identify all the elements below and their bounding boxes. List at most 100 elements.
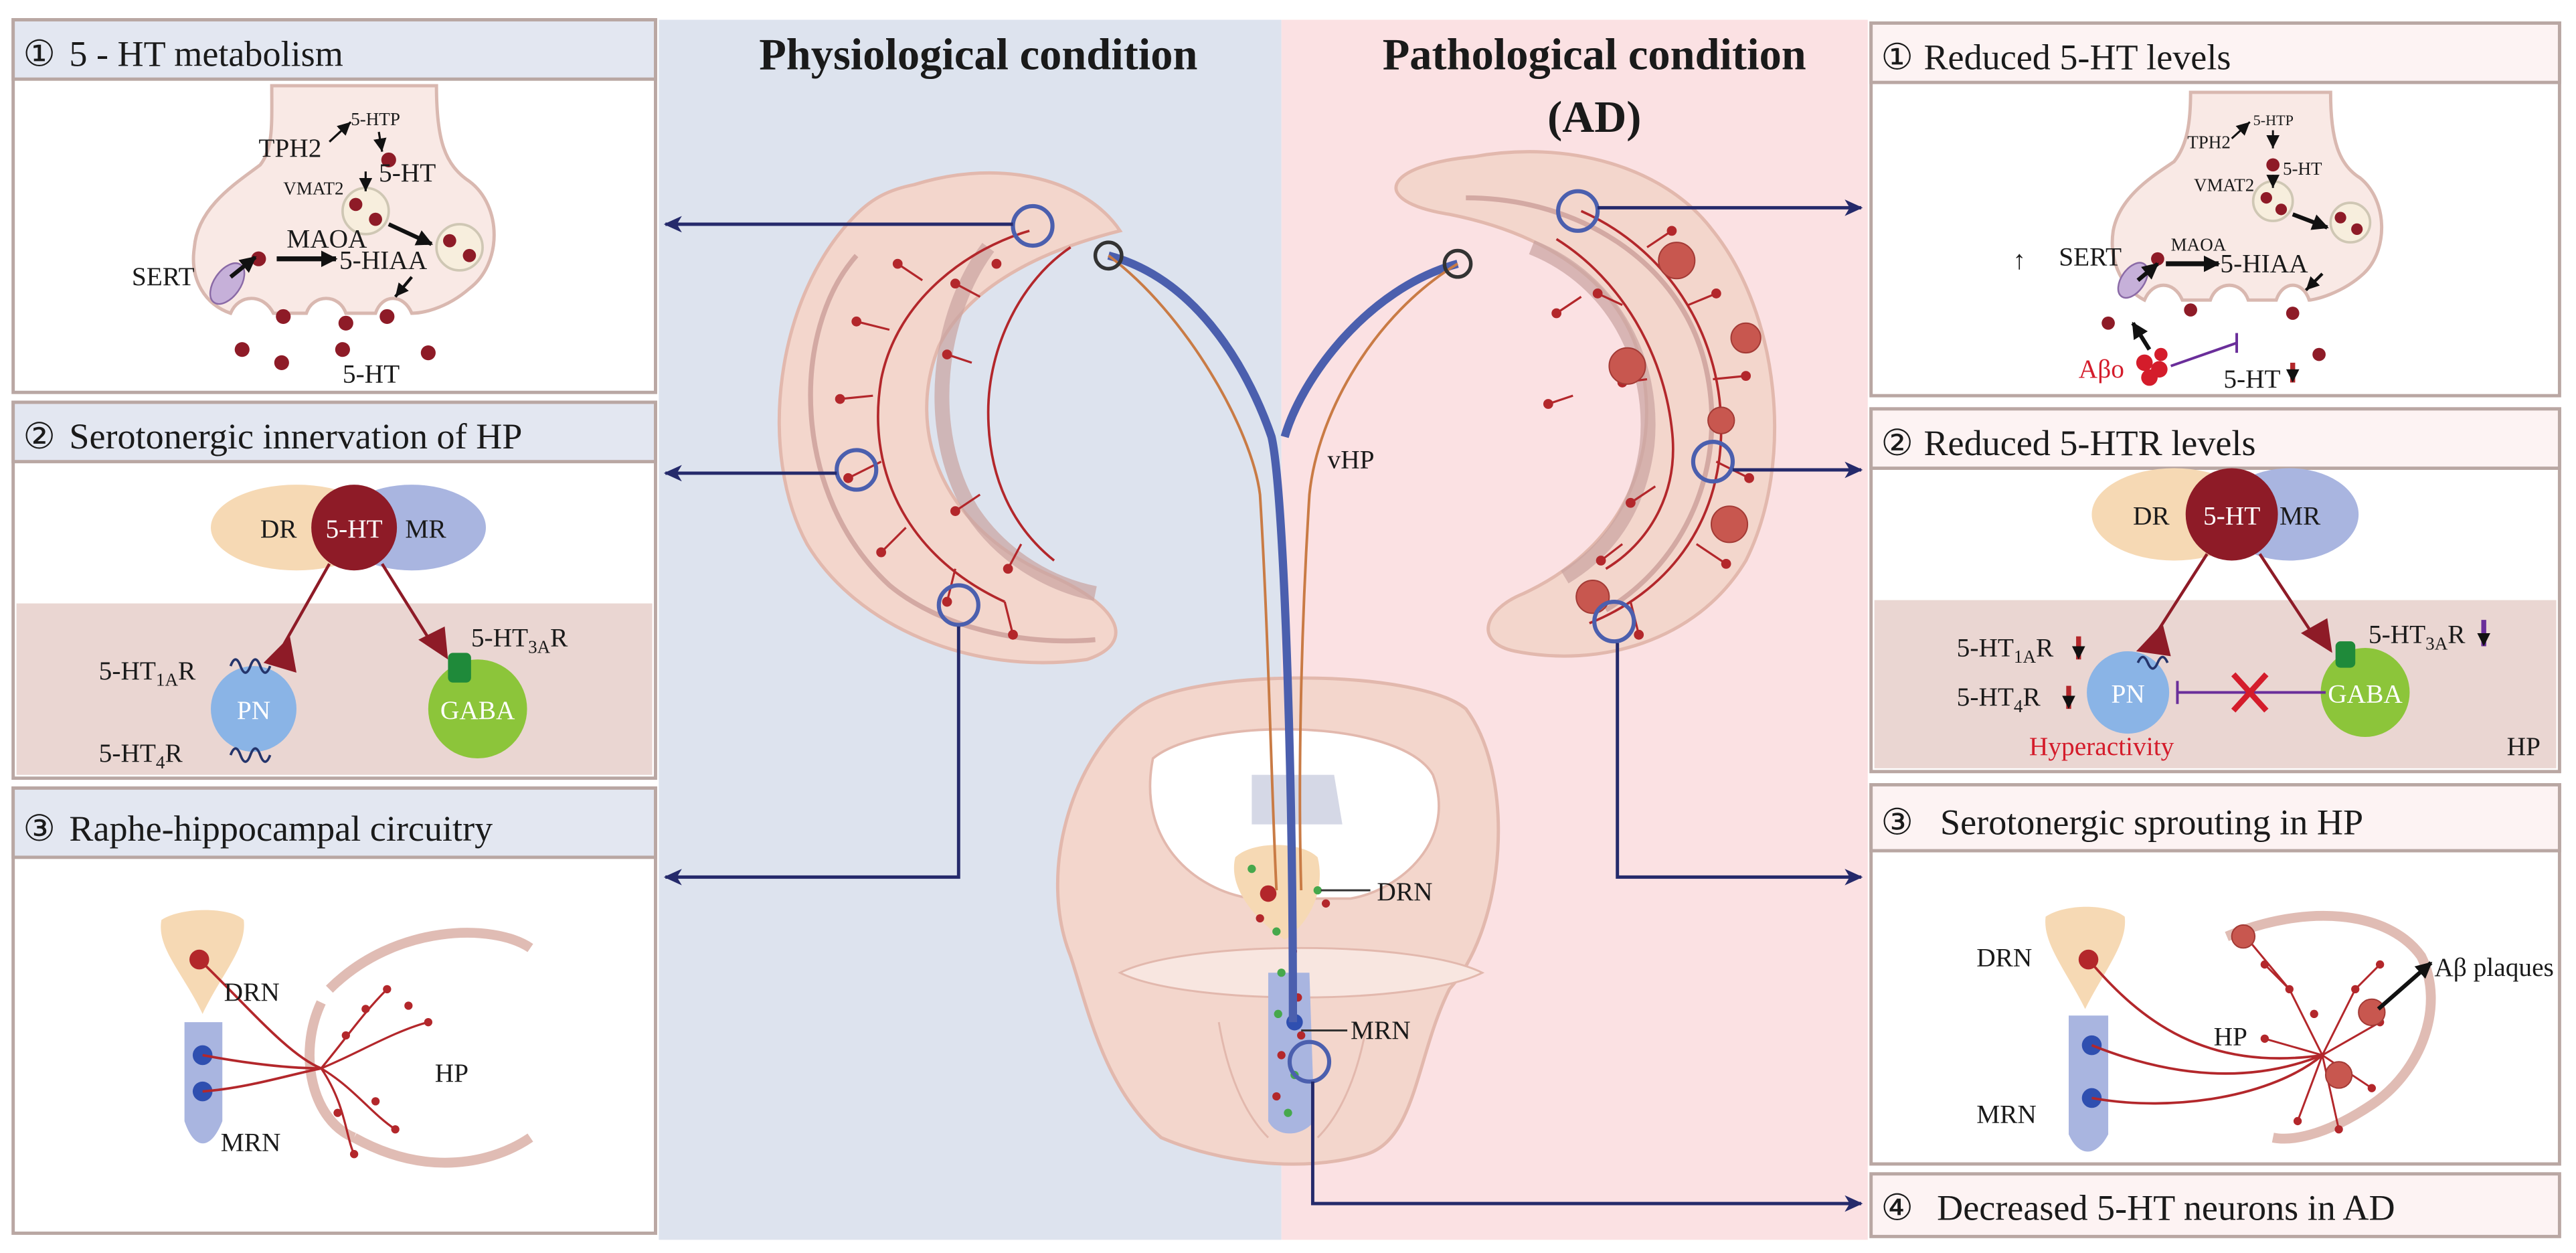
5ht-top-label-ad: 5-HT (2283, 159, 2322, 179)
left-panel-2-number: ② (23, 416, 56, 456)
5ht-nucleus-ad (2185, 468, 2278, 561)
vesicle (435, 223, 484, 272)
physiological-title: Physiological condition (759, 30, 1197, 79)
5htp-label: 5-HTP (351, 109, 400, 129)
right-panel-1-title: Reduced 5-HT levels (1923, 37, 2231, 77)
mrn-center-label: MRN (1351, 1015, 1411, 1045)
right-panel-4-title: Decreased 5-HT neurons in AD (1937, 1188, 2395, 1228)
maoa-label-ad: MAOA (2171, 234, 2227, 254)
right-panel-3-title: Serotonergic sprouting in HP (1940, 802, 2363, 842)
5ht1a-label-ad: 5-HT1AR (1957, 633, 2054, 667)
hp-label-p3: HP (435, 1058, 468, 1088)
5ht1a-receptor-icon (229, 658, 272, 674)
right-panel-4-header (1869, 1172, 2561, 1238)
hp-label-ad: HP (2507, 732, 2541, 761)
right-panel-4-number: ④ (1881, 1188, 1913, 1228)
hp-label-ad-p3: HP (2214, 1022, 2247, 1052)
left-panel-2-title: Serotonergic innervation of HP (69, 416, 522, 456)
left-panel-1-number: ① (23, 34, 56, 74)
up-arrow-label: ↑ (2012, 245, 2026, 274)
left-panel-3-header (11, 786, 657, 859)
dr-label-ad: DR (2133, 501, 2170, 530)
vhp-label: vHP (1328, 445, 1375, 475)
5ht3a-receptor-icon-ad (2335, 641, 2356, 668)
drn-center-label: DRN (1377, 877, 1432, 906)
right-panel-3: ③ Serotonergic sprouting in HP Aβ plaque… (1869, 783, 2561, 1166)
pathological-title-line1: Pathological condition (1383, 30, 1806, 79)
pathological-title-line2: (AD) (1547, 93, 1641, 142)
5ht-bottom-label-ad: 5-HT (2223, 364, 2280, 394)
tph2-label-ad: TPH2 (2187, 133, 2231, 153)
mr-label: MR (405, 514, 446, 544)
blocked-cross-icon (2231, 672, 2269, 713)
5ht3a-receptor-icon (448, 653, 471, 683)
right-panel-1: ① Reduced 5-HT levels TPH2 5-HTP VMAT2 5… (1869, 21, 2561, 398)
abeta-o-label: Aβo (2079, 354, 2124, 384)
right-panel-1-header (1869, 21, 2561, 84)
vesicle (2329, 201, 2372, 244)
right-panel-3-header (1869, 783, 2561, 853)
pn-cell-ad (2087, 651, 2170, 734)
5ht3a-label-ad: 5-HT3AR (2369, 620, 2466, 654)
hippocampus-right (1394, 150, 1776, 658)
5ht4-label-ad: 5-HT4R (1957, 682, 2041, 716)
presynaptic-terminal-ad (2110, 90, 2384, 303)
connector-arrows (663, 199, 1863, 1212)
sert-label: SERT (132, 262, 195, 291)
right-panel-2-header (1869, 407, 2561, 470)
abeta-oligomer-cluster (2136, 347, 2168, 386)
gaba-cell (428, 659, 527, 759)
gaba-label-ad: GABA (2328, 679, 2403, 708)
vmat2-label-ad: VMAT2 (2194, 175, 2254, 195)
5ht4-label: 5-HT4R (99, 738, 183, 772)
right-panel-1-number: ① (1881, 37, 1913, 77)
vmat2-label: VMAT2 (283, 179, 343, 199)
left-panel-3-title: Raphe-hippocampal circuitry (69, 809, 493, 849)
5ht-nucleus (311, 485, 398, 571)
pn-label: PN (237, 695, 270, 725)
5ht3a-label: 5-HT3AR (471, 623, 568, 657)
5ht-bottom-label: 5-HT (343, 359, 400, 388)
left-panel-2-header (11, 400, 657, 464)
right-panel-2-title: Reduced 5-HTR levels (1923, 423, 2255, 463)
maoa-label: MAOA (286, 224, 367, 253)
left-panel-1-header (11, 18, 657, 81)
drn-label-p3: DRN (224, 977, 280, 1007)
hp-outline-right-p3 (2225, 910, 2436, 1144)
5hiaa-label-ad: 5-HIAA (2220, 248, 2308, 278)
right-panel-2-number: ② (1881, 423, 1913, 463)
5ht-nucleus-label-ad: 5-HT (2203, 501, 2260, 530)
hp-band-ad (1874, 600, 2557, 768)
right-panel-4: ④ Decreased 5-HT neurons in AD (1869, 1172, 2561, 1238)
5ht-top-label: 5-HT (379, 158, 436, 187)
presynaptic-terminal (191, 84, 496, 316)
left-panel-1: ① 5 - HT metabolism TPH2 5-HTP VMAT2 5-H… (11, 18, 657, 394)
pn-label-ad: PN (2111, 679, 2144, 708)
drn-label-ad-p3: DRN (1976, 942, 2032, 972)
hp-band (16, 603, 653, 775)
gaba-label: GABA (440, 695, 515, 725)
sert-label-ad: SERT (2059, 242, 2122, 272)
hyperactivity-label: Hyperactivity (2029, 732, 2174, 761)
5ht1a-receptor-icon-ad (2136, 655, 2169, 670)
left-panel-1-title: 5 - HT metabolism (69, 34, 343, 74)
mrn-label-ad-p3: MRN (1976, 1099, 2037, 1129)
gaba-cell-ad (2320, 648, 2410, 738)
5ht4-receptor-icon (229, 747, 272, 763)
right-panel-2: ② Reduced 5-HTR levels DR 5-HT MR PN GAB… (1869, 407, 2561, 774)
abeta-plaques-label: Aβ plaques (2434, 952, 2554, 982)
5htp-label-ad: 5-HTP (2253, 112, 2294, 129)
hippocampus-left (777, 171, 1123, 665)
left-panel-3-number: ③ (23, 809, 56, 849)
projection-tracts (1093, 240, 1473, 1023)
mrn-label-p3: MRN (221, 1127, 281, 1157)
5ht1a-label: 5-HT1AR (99, 656, 196, 690)
5ht-nucleus-label: 5-HT (325, 514, 382, 544)
dr-label: DR (260, 514, 297, 544)
hp-outline-left-p3 (305, 928, 533, 1168)
left-panel-3: ③ Raphe-hippocampal circuitry DRN MRN HP (11, 786, 657, 1235)
left-panel-2: ② Serotonergic innervation of HP DR 5-HT… (11, 400, 657, 780)
pn-cell (211, 666, 296, 752)
right-panel-3-number: ③ (1881, 802, 1913, 842)
